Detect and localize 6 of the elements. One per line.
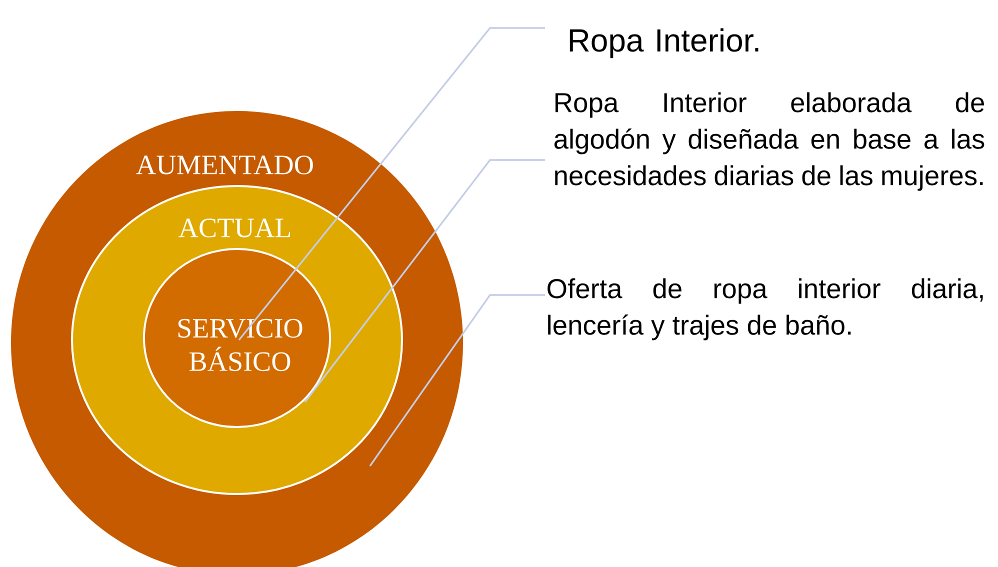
callout-text: Ropa Interior elaborada de algodón y diseñada en base a las necesidades diarias de las mujeres. [554,92,984,191]
leader-line [304,159,545,403]
leader-line [369,294,545,466]
leader-line [238,27,545,341]
callout-text: Ropa Interior. [570,28,758,58]
callout-text: Oferta de ropa interior diaria, lencería y trajes de baño. [548,278,983,340]
